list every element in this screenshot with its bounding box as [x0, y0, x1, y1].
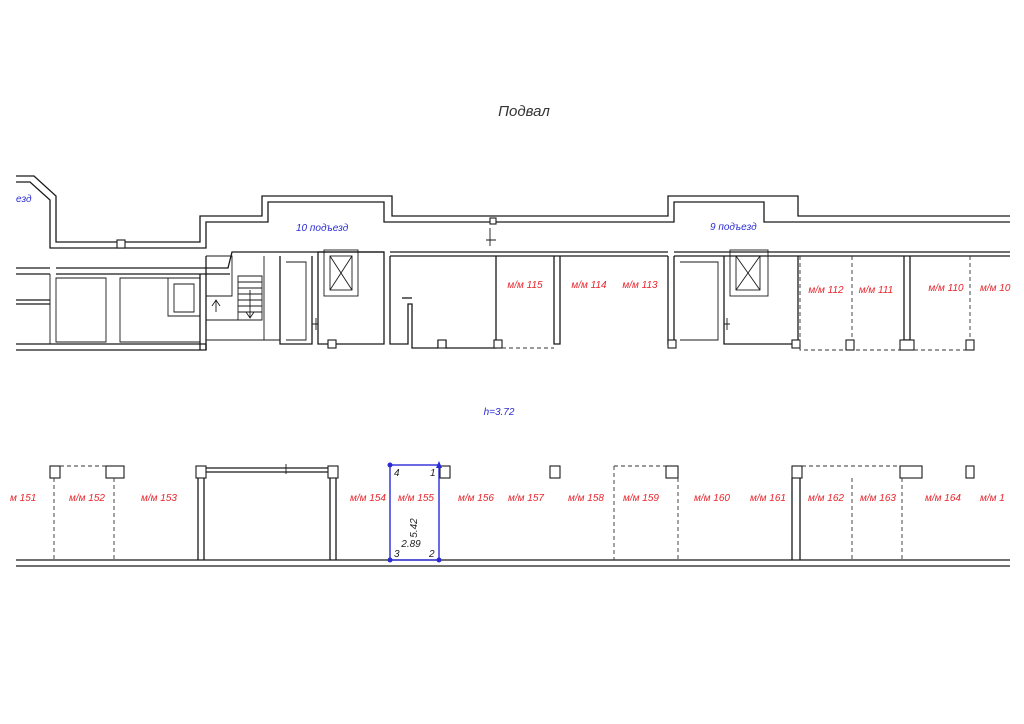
entrance-label-9: 9 подъезд	[710, 222, 757, 233]
entrance-label-10: 10 подъезд	[296, 223, 349, 234]
space-label: м/м 152	[69, 493, 105, 504]
elevator-shaft-icon	[329, 255, 353, 291]
space-label: м/м 156	[458, 493, 494, 504]
top-middle-rooms	[389, 228, 561, 349]
top-corridor-walls	[16, 251, 1010, 351]
space-label: м 151	[10, 493, 36, 504]
space-label: м/м 110	[928, 283, 964, 294]
space-label: м/м 112	[808, 285, 844, 296]
top-space-labels: м/м 115 м/м 114 м/м 113 м/м 112 м/м 111 …	[507, 280, 1010, 296]
space-label: м/м 10	[980, 283, 1011, 294]
space-label: м/м 1	[980, 493, 1005, 504]
space-label: м/м 157	[508, 493, 544, 504]
vertex-label-2: 2	[428, 549, 435, 560]
elevator-shaft-icon-2	[735, 255, 761, 291]
selected-space-outline[interactable]	[387, 461, 443, 563]
entrance-labels: 10 подъезд 9 подъезд езд	[16, 194, 757, 234]
vertex-label-4: 4	[394, 468, 400, 479]
space-label: м/м 164	[925, 493, 961, 504]
space-label: м/м 153	[141, 493, 177, 504]
space-label: м/м 158	[568, 493, 604, 504]
length-dimension: 5.42	[409, 518, 420, 538]
space-label: м/м 162	[808, 493, 844, 504]
space-label: м/м 113	[622, 280, 658, 291]
width-dimension: 2.89	[400, 539, 421, 550]
vertex-label-1: 1	[430, 468, 436, 479]
top-right-bays	[799, 256, 975, 351]
entrance-label-partial: езд	[16, 194, 32, 205]
bottom-space-labels: м 151 м/м 152 м/м 153 м/м 154 м/м 155 м/…	[10, 493, 1005, 504]
space-label: м/м 114	[571, 280, 607, 291]
entrance-10-core	[279, 249, 385, 349]
space-label: м/м 155	[398, 493, 434, 504]
space-label: м/м 154	[350, 493, 386, 504]
plan-title: Подвал	[498, 103, 550, 120]
space-label: м/м 159	[623, 493, 659, 504]
ceiling-height-label: h=3.72	[484, 407, 515, 418]
space-label: м/м 161	[750, 493, 786, 504]
bottom-row-structure	[16, 464, 1010, 567]
space-label: м/м 115	[507, 280, 543, 291]
entrance-9-core	[667, 249, 801, 349]
top-left-rooms	[49, 256, 207, 350]
space-label: м/м 160	[694, 493, 730, 504]
space-label: м/м 163	[860, 493, 896, 504]
vertex-label-3: 3	[394, 549, 400, 560]
selection-annotations: 5.42 2.89 1 2 3 4	[394, 468, 436, 560]
top-outer-wall	[16, 175, 1010, 249]
space-label: м/м 111	[859, 285, 893, 296]
